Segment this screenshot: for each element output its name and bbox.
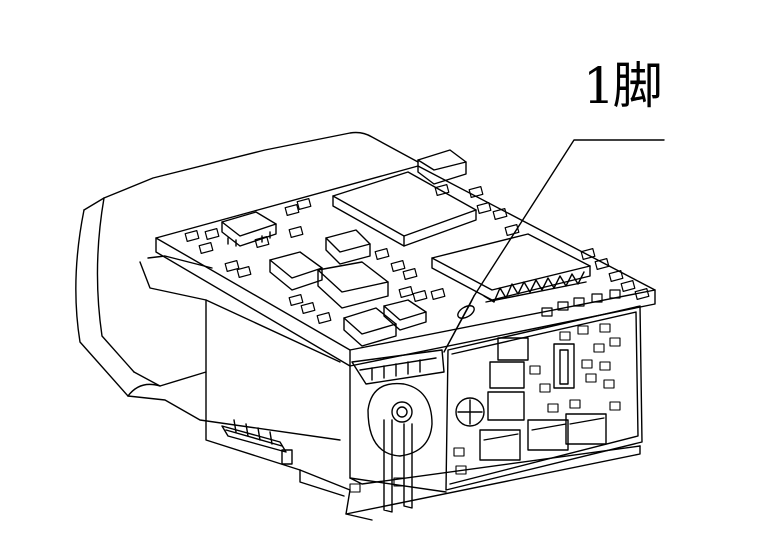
- pin1-label: 1脚: [583, 57, 663, 115]
- top-board: [155, 165, 656, 367]
- front-board: [349, 305, 643, 493]
- round-component: [367, 382, 485, 513]
- rear-housing: [75, 131, 419, 441]
- top-components: [221, 149, 591, 347]
- edge-connector: [351, 349, 445, 385]
- pin1-leader: [443, 139, 665, 353]
- smd-parts-front: [349, 323, 621, 493]
- front-components: [479, 337, 607, 461]
- base-plate: [205, 371, 641, 521]
- smd-parts-top: [184, 183, 650, 325]
